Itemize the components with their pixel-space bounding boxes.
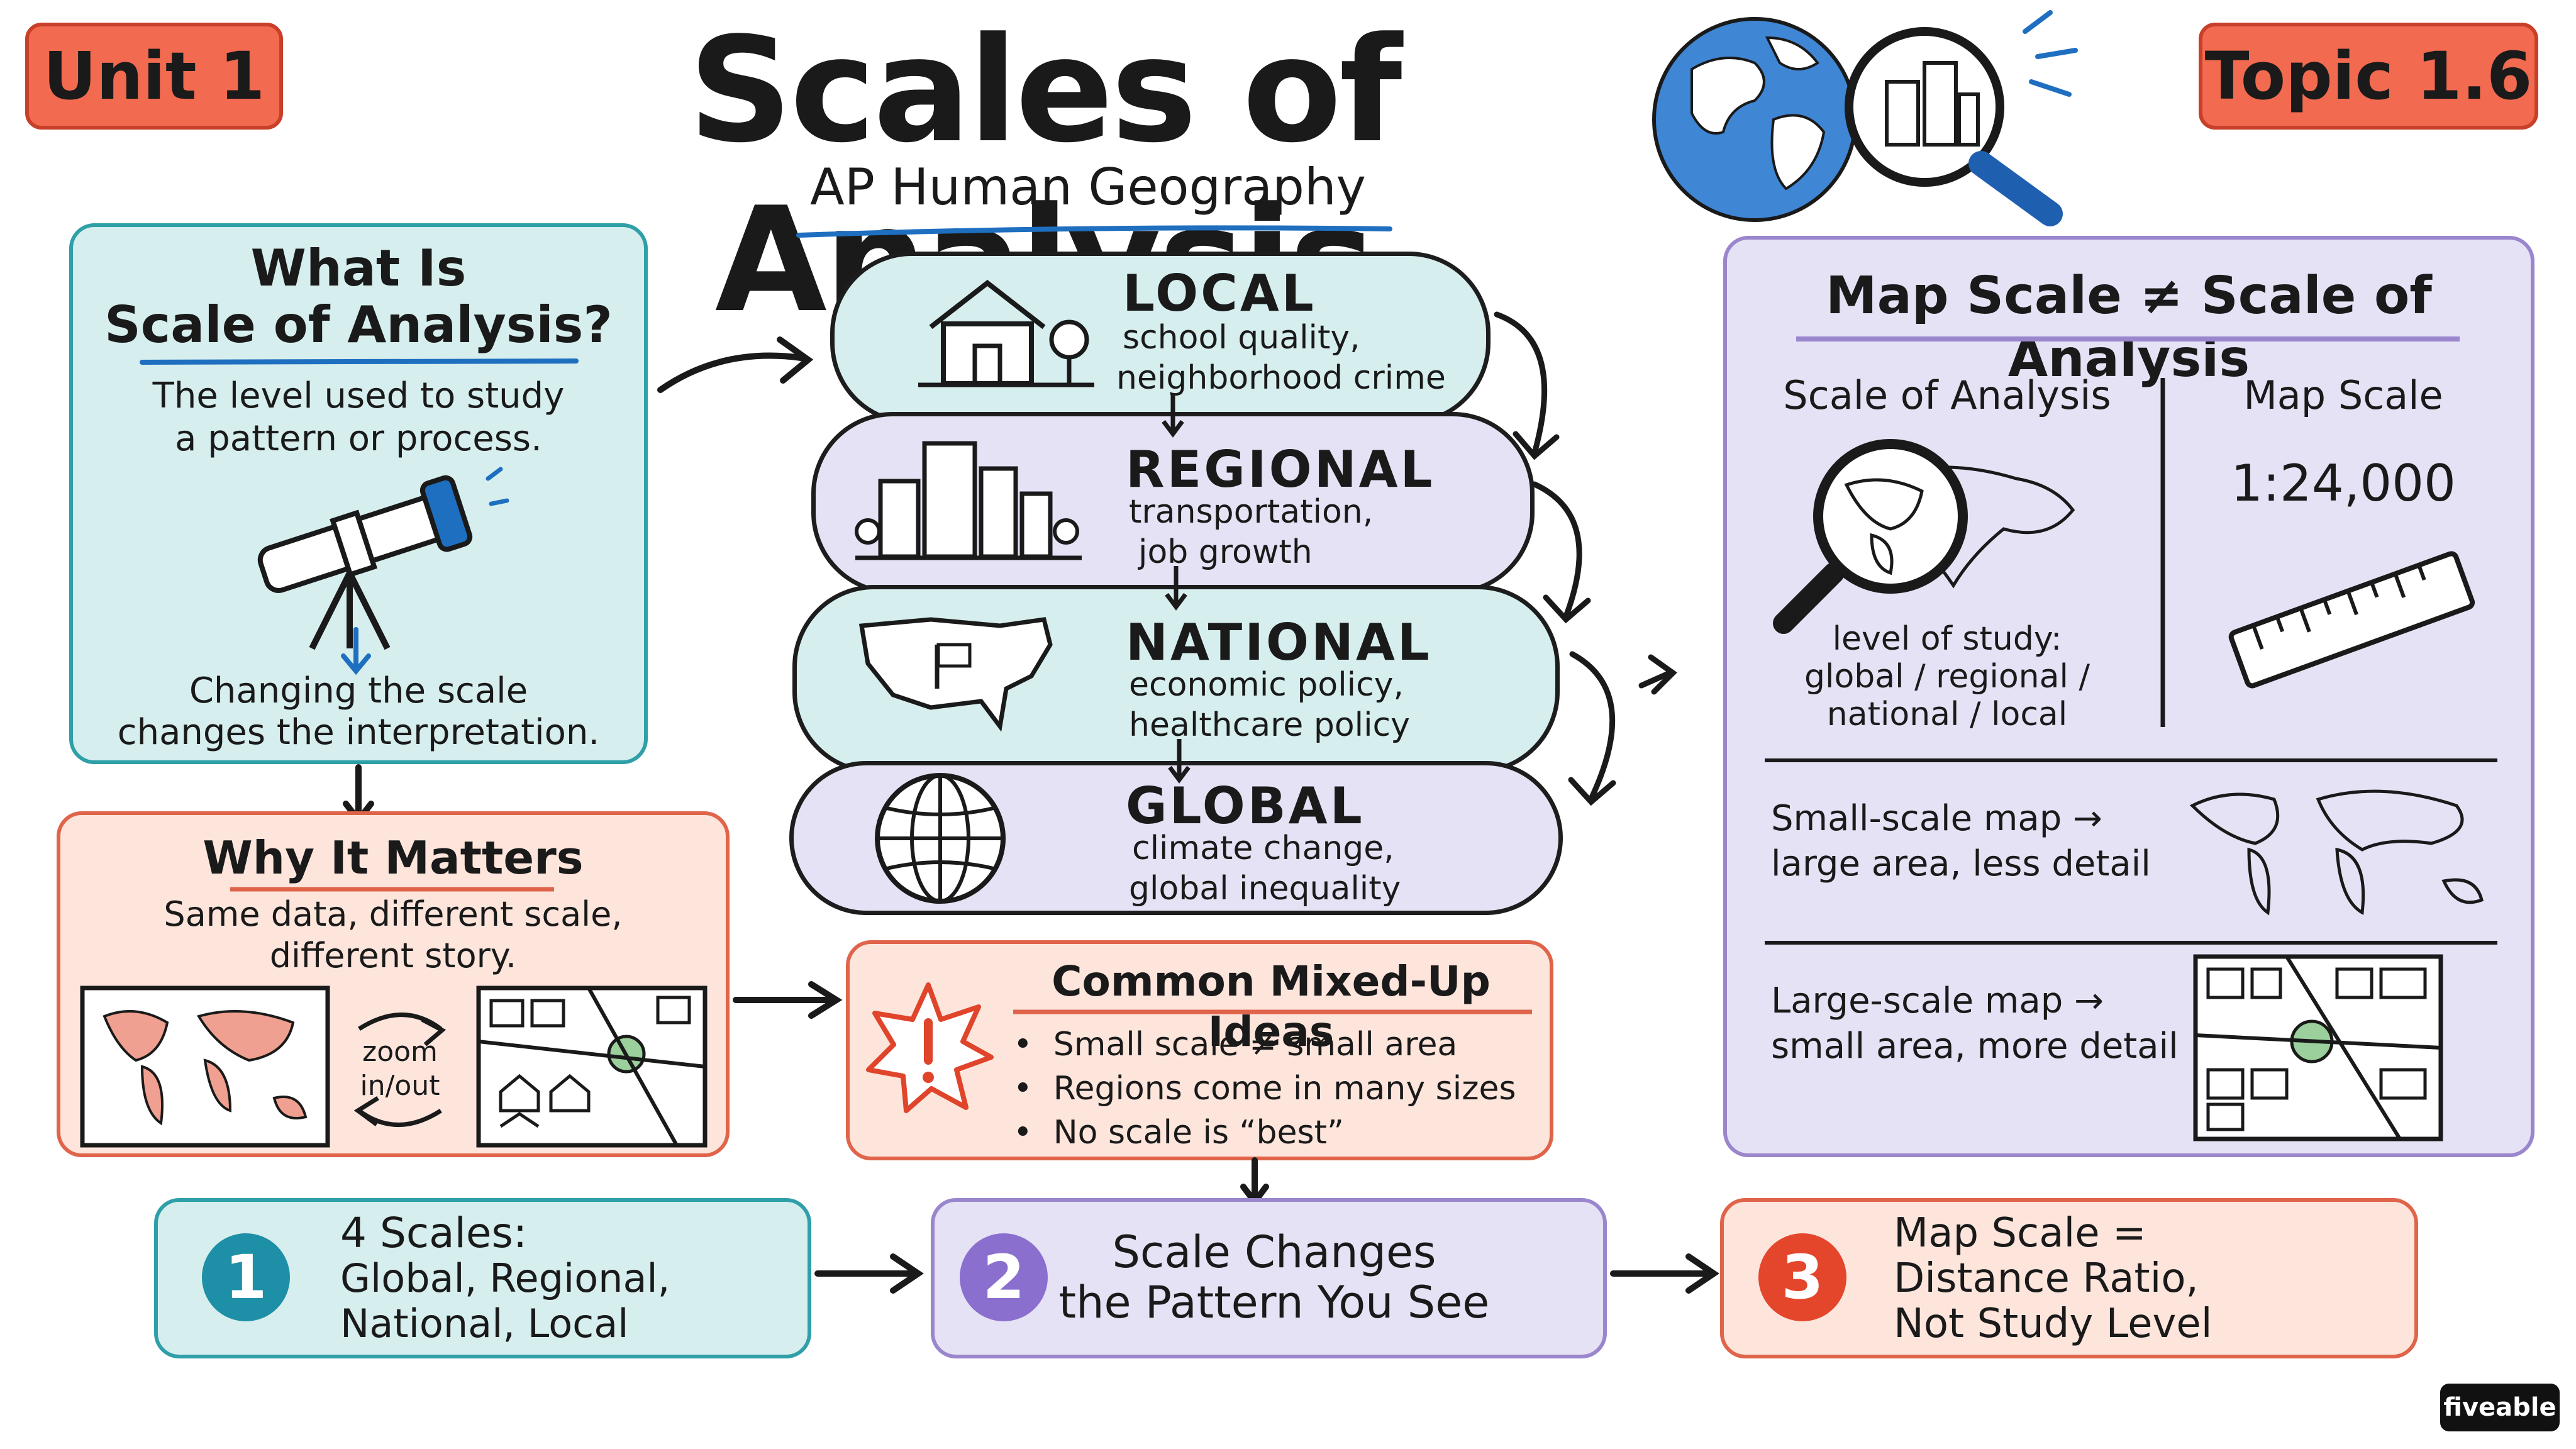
- mixed-up-item: • Regions come in many sizes: [1013, 1070, 1516, 1108]
- scale-local-example-2: neighborhood crime: [1116, 359, 1446, 397]
- scale-regional-example-2: job growth: [1138, 533, 1313, 571]
- scale-local-name: LOCAL: [1123, 264, 1316, 323]
- mixed-up-panel: Common Mixed-Up Ideas • Small scale ≠ sm…: [846, 940, 1553, 1160]
- usa-map-flag-icon: [858, 617, 1053, 732]
- large-scale-line-1: Large-scale map →: [1771, 980, 2104, 1021]
- scale-global-name: GLOBAL: [1126, 777, 1365, 835]
- col-scale-of-analysis-header: Scale of Analysis: [1783, 372, 2111, 418]
- large-scale-city-map-icon: [2193, 954, 2443, 1141]
- mixed-up-list: • Small scale ≠ small area • Regions com…: [1013, 1023, 1548, 1155]
- mixed-up-item-text: Regions come in many sizes: [1053, 1070, 1516, 1108]
- why-text-2: different story.: [269, 936, 517, 975]
- city-map-icon: [476, 985, 708, 1148]
- globe-magnifier-icon: [1652, 10, 2078, 226]
- summary-number-2: 2: [960, 1233, 1048, 1321]
- why-underline: [230, 887, 554, 892]
- summary-card-2: 2 Scale Changes the Pattern You See: [931, 1198, 1607, 1358]
- zoom-label-1: zoom: [362, 1036, 438, 1068]
- definition-line-1: The level used to study: [152, 375, 565, 416]
- scale-local-example-1: school quality,: [1123, 319, 1360, 357]
- mixed-up-title: Common Mixed-Up Ideas: [1052, 957, 1491, 1056]
- scale-global-example-1: climate change,: [1132, 830, 1394, 867]
- unit-tag-text: Unit 1: [43, 38, 265, 114]
- summary-number-3: 3: [1758, 1233, 1846, 1321]
- ruler-icon: [2228, 551, 2475, 689]
- small-scale-line-2: large area, less detail: [1771, 843, 2151, 884]
- divider-2: [1765, 941, 2497, 945]
- small-scale-world-map-icon: [2189, 789, 2484, 916]
- house-icon: [918, 279, 1094, 387]
- summary-3-line-2: Distance Ratio,: [1894, 1255, 2199, 1302]
- zoom-arrows-icon: [353, 1013, 447, 1127]
- warning-burst-icon: [866, 982, 994, 1113]
- summary-1-line-1: 4 Scales:: [340, 1209, 528, 1257]
- why-matters-title: Why It Matters: [203, 831, 584, 884]
- curved-arrows-icon: [1494, 311, 1677, 806]
- telescope-icon: [257, 467, 509, 650]
- zoom-label-2: in/out: [360, 1070, 440, 1102]
- scale-global-example-2: global inequality: [1129, 870, 1401, 908]
- down-arrow-3-icon: [1168, 739, 1191, 784]
- divider-1: [1765, 758, 2497, 762]
- level-of-study-1: level of study:: [1832, 620, 2062, 658]
- level-of-study-3: national / local: [1826, 696, 2068, 733]
- mixed-up-item: • No scale is “best”: [1013, 1114, 1344, 1152]
- summary-3-line-3: Not Study Level: [1894, 1301, 2212, 1347]
- summary-card-3: 3 Map Scale = Distance Ratio, Not Study …: [1720, 1198, 2418, 1358]
- mixed-up-item: • Small scale ≠ small area: [1013, 1026, 1458, 1063]
- arrow-to-mixed-icon: [733, 981, 843, 1019]
- down-arrow-1-icon: [1162, 393, 1184, 438]
- summary-3-line-1: Map Scale =: [1894, 1210, 2146, 1257]
- what-is-title-1: What Is: [250, 239, 467, 297]
- magnifier-world-icon: [1773, 439, 2075, 634]
- scale-regional-name: REGIONAL: [1126, 440, 1435, 499]
- note-line-2: changes the interpretation.: [117, 712, 600, 753]
- what-is-underline: [140, 358, 579, 365]
- globe-grid-icon: [875, 773, 1006, 904]
- mixed-up-item-text: Small scale ≠ small area: [1053, 1026, 1458, 1063]
- unit-tag: Unit 1: [25, 23, 283, 130]
- what-is-panel: What Is Scale of Analysis? The level use…: [69, 223, 648, 764]
- summary-2-line-1: Scale Changes: [1112, 1226, 1436, 1278]
- page-subtitle: AP Human Geography: [809, 158, 1367, 216]
- summary-1-line-2: Global, Regional,: [340, 1255, 670, 1301]
- col-map-scale-header: Map Scale: [2243, 372, 2443, 418]
- column-divider: [2160, 378, 2165, 727]
- level-of-study-2: global / regional /: [1804, 658, 2090, 696]
- summary-number-1: 1: [202, 1233, 290, 1321]
- map-scale-ratio: 1:24,000: [2231, 454, 2456, 513]
- large-scale-line-2: small area, more detail: [1771, 1026, 2179, 1067]
- scale-regional-example-1: transportation,: [1129, 493, 1374, 531]
- summary-1-line-3: National, Local: [340, 1301, 629, 1346]
- topic-tag: Topic 1.6: [2199, 23, 2538, 130]
- small-scale-line-1: Small-scale map →: [1771, 798, 2102, 839]
- why-text-1: Same data, different scale,: [164, 894, 623, 934]
- what-is-title-2: Scale of Analysis?: [104, 296, 613, 354]
- scale-national-example-2: healthcare policy: [1129, 706, 1410, 744]
- topic-tag-text: Topic 1.6: [2204, 38, 2533, 114]
- world-map-icon: [80, 985, 330, 1148]
- down-arrow-2-icon: [1165, 566, 1187, 611]
- city-buildings-icon: [855, 441, 1082, 560]
- down-arrow-icon: [341, 627, 371, 675]
- map-scale-panel: Map Scale ≠ Scale of Analysis Scale of A…: [1723, 236, 2534, 1157]
- mixed-up-item-text: No scale is “best”: [1053, 1114, 1344, 1152]
- arrow-summary-1-2-icon: [814, 1253, 924, 1294]
- scale-local: [830, 252, 1491, 425]
- summary-2-line-2: the Pattern You See: [1058, 1277, 1490, 1328]
- arrow-summary-2-3-icon: [1610, 1253, 1719, 1294]
- definition-line-2: a pattern or process.: [175, 418, 542, 459]
- mixed-underline: [1013, 1009, 1532, 1014]
- fiveable-logo: fiveable: [2440, 1384, 2560, 1431]
- arrow-to-local-icon: [657, 336, 814, 393]
- summary-card-1: 1 4 Scales: Global, Regional, National, …: [154, 1198, 811, 1358]
- map-scale-underline: [1796, 336, 2460, 341]
- why-matters-panel: Why It Matters Same data, different scal…: [57, 811, 730, 1157]
- scale-national-name: NATIONAL: [1126, 613, 1432, 672]
- scale-national-example-1: economic policy,: [1129, 666, 1404, 704]
- subtitle-underline: [796, 225, 1392, 238]
- note-line-1: Changing the scale: [189, 670, 528, 711]
